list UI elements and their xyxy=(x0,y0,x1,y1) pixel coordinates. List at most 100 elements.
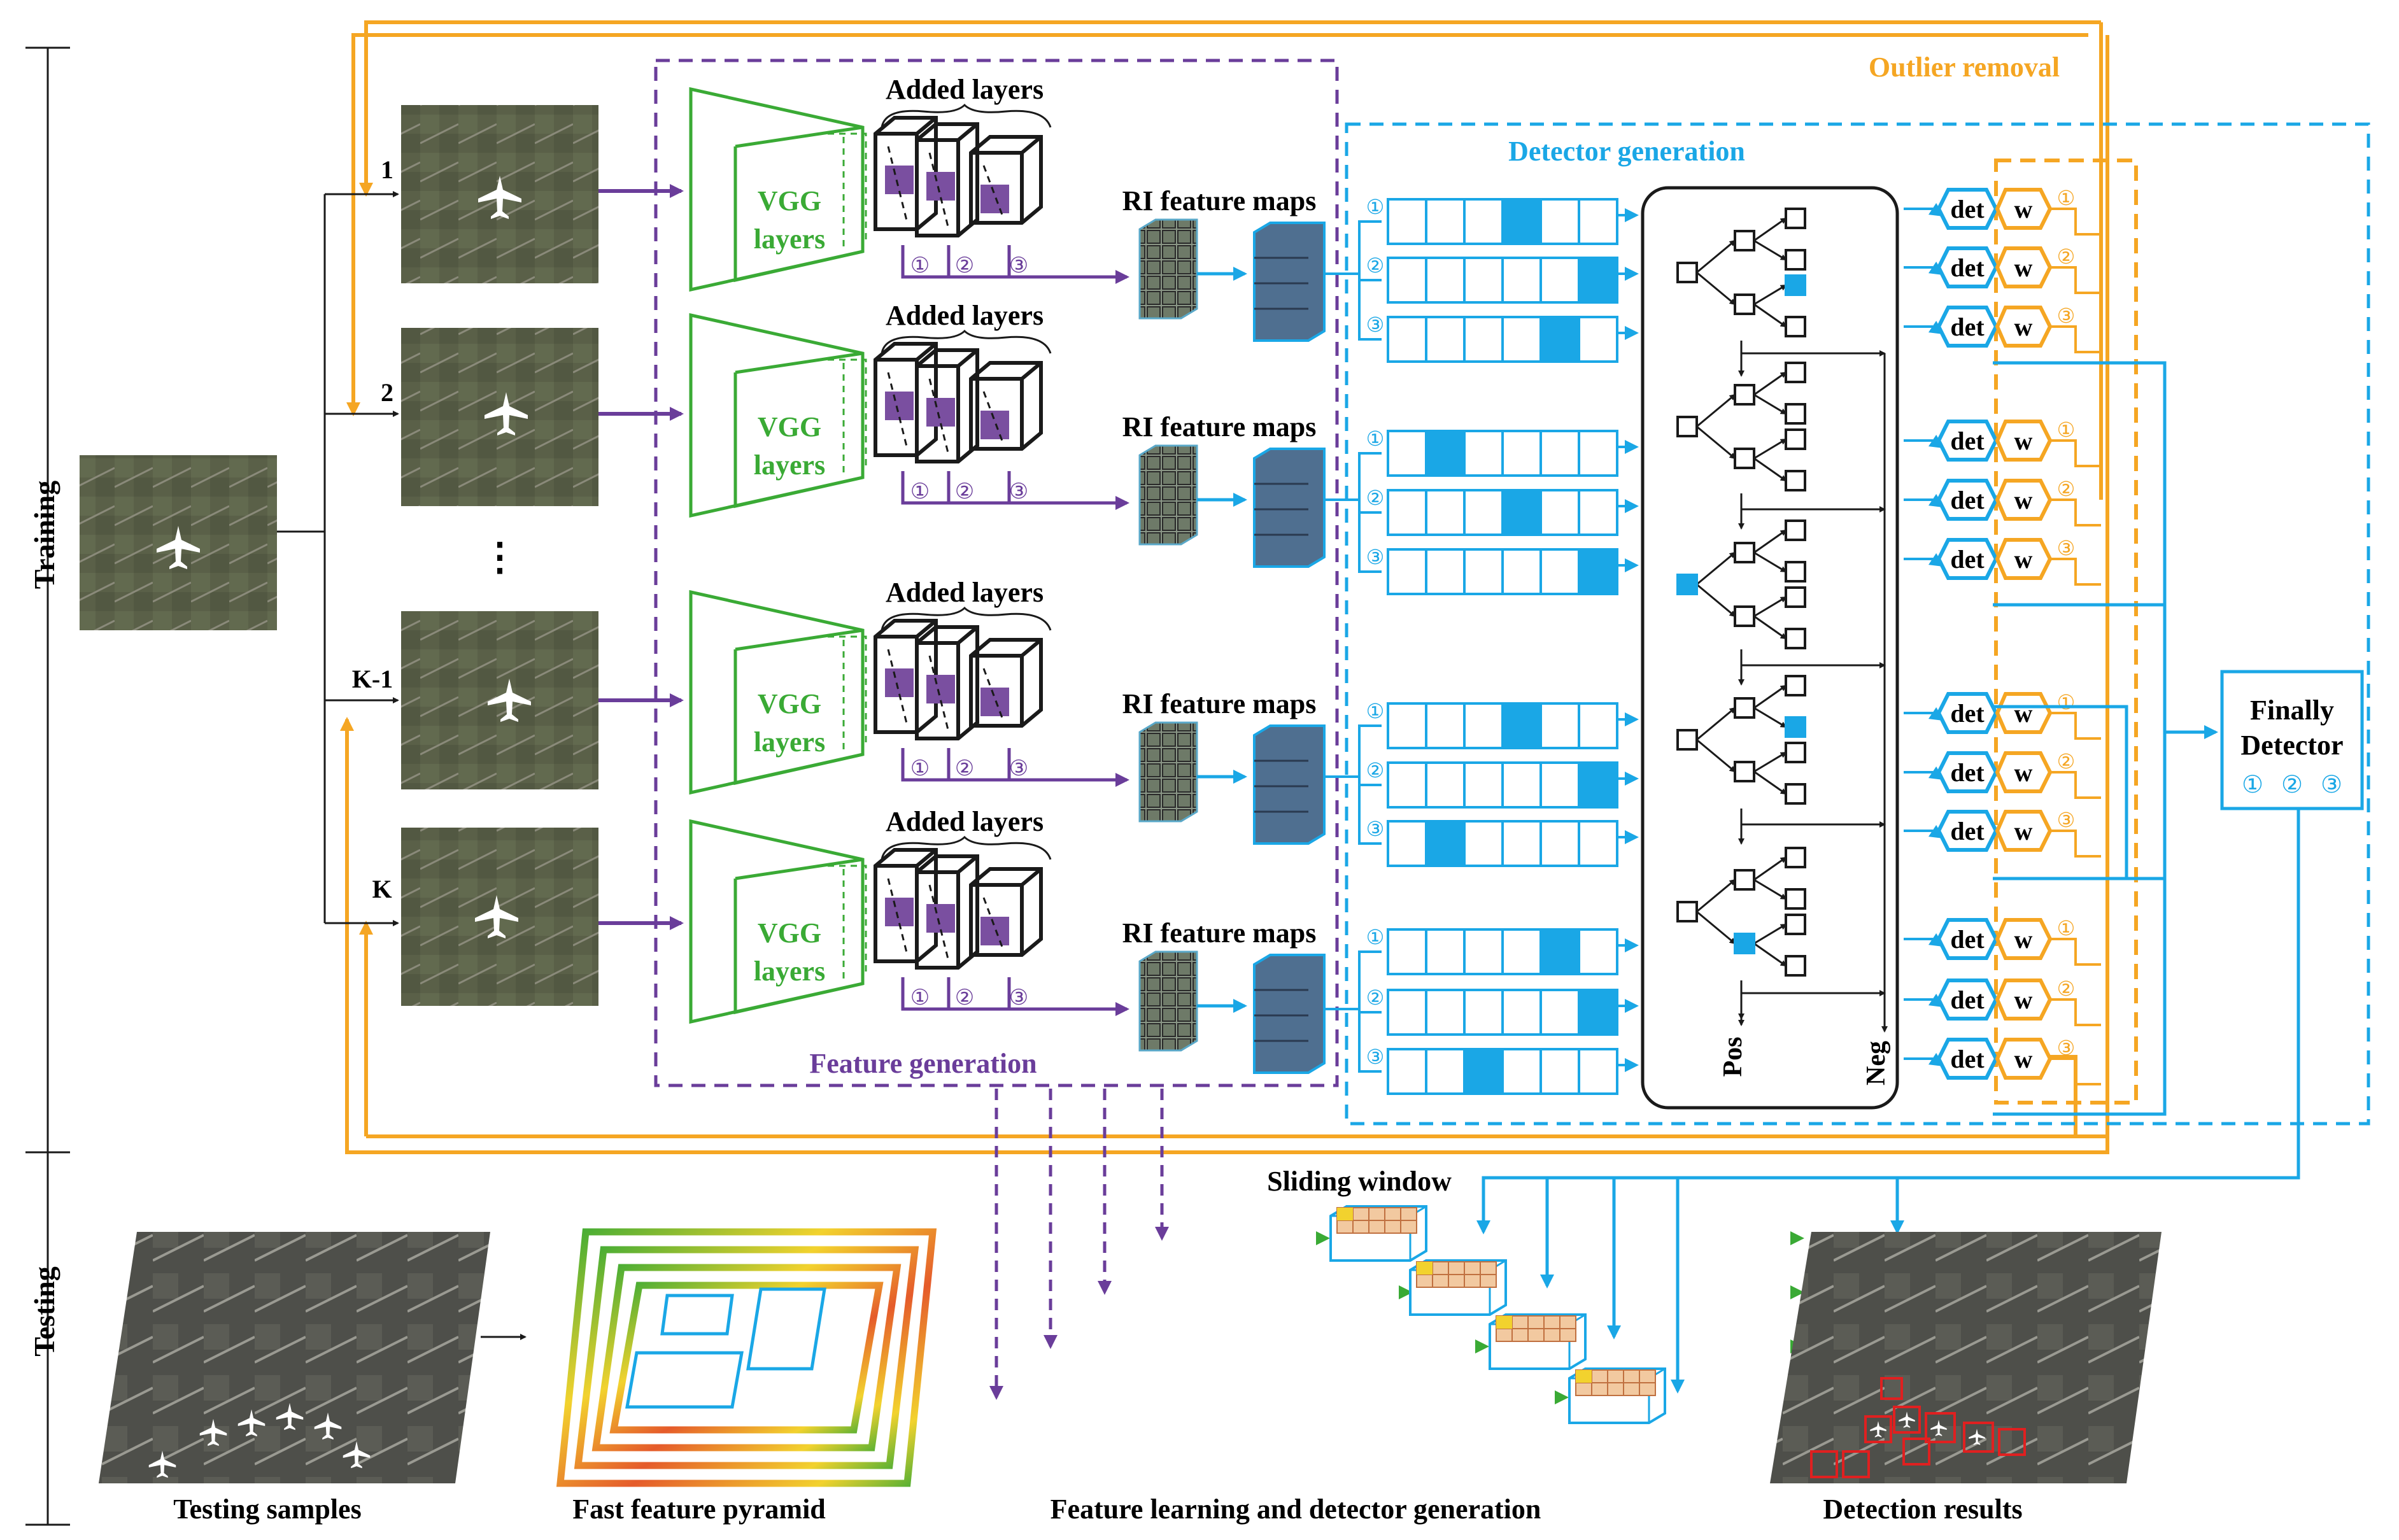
det-hexagon: det xyxy=(1936,479,1999,521)
svg-text:②: ② xyxy=(1366,253,1385,278)
added-layers-label: Added layers xyxy=(886,806,1044,837)
svg-text:③: ③ xyxy=(1366,817,1385,841)
svg-text:w: w xyxy=(2014,486,2033,514)
feature-vector xyxy=(1387,928,1618,975)
feature-vector xyxy=(1387,989,1618,1036)
added-layer-1 xyxy=(874,848,938,963)
svg-text:①: ① xyxy=(2057,186,2076,210)
finally-circ2: ② xyxy=(2281,770,2303,798)
svg-text:w: w xyxy=(2014,427,2033,455)
sample-branches xyxy=(277,191,399,926)
detector-generation-box xyxy=(1345,122,2370,1126)
svg-text:w: w xyxy=(2014,253,2033,282)
feature-vector xyxy=(1387,257,1618,304)
weight-hexagon: w xyxy=(1995,188,2053,230)
feature-vector xyxy=(1387,761,1618,809)
det-hexagon: det xyxy=(1936,420,1999,462)
vgg-label-line1: VGG xyxy=(758,917,821,949)
decision-tree xyxy=(1676,362,1806,491)
testing-label: Testing xyxy=(28,1266,60,1356)
vgg-block xyxy=(689,87,865,292)
feature-learning-label: Feature learning and detector generation xyxy=(1051,1494,1541,1525)
svg-text:③: ③ xyxy=(2057,304,2076,328)
pyramid-level-2 xyxy=(574,1246,919,1469)
outlier-removal-loop xyxy=(340,20,2138,1154)
weight-hexagon: w xyxy=(1995,420,2053,462)
det-hexagon: det xyxy=(1936,246,1999,288)
svg-text:det: det xyxy=(1950,699,1985,728)
det-hexagon: det xyxy=(1936,978,1999,1021)
added-layer-1 xyxy=(874,619,938,734)
random-forest-box xyxy=(1641,186,1899,1110)
weight-hexagon: w xyxy=(1995,692,2053,734)
sample-1: 1 xyxy=(381,105,598,283)
layer-index-1: ① xyxy=(910,756,930,781)
detection-results-label: Detection results xyxy=(1823,1494,2022,1525)
det-hexagon: det xyxy=(1936,1038,1999,1080)
decision-tree xyxy=(1676,519,1806,649)
added-layer-3 xyxy=(969,638,1043,728)
svg-text:②: ② xyxy=(2057,477,2076,501)
sliding-windows xyxy=(1329,1205,1666,1424)
pyramid-level-1 xyxy=(556,1228,937,1487)
layer-index-1: ① xyxy=(910,253,930,278)
added-layer-2 xyxy=(915,625,979,740)
neg-label: Neg xyxy=(1862,1041,1891,1085)
vgg-label-line2: layers xyxy=(754,223,825,255)
svg-text:det: det xyxy=(1950,486,1985,514)
added-layer-2 xyxy=(915,854,979,970)
svg-text:①: ① xyxy=(2057,916,2076,940)
svg-text:det: det xyxy=(1950,545,1985,574)
feature-vector xyxy=(1387,316,1618,363)
weight-hexagon: w xyxy=(1995,479,2053,521)
layer-index-3: ③ xyxy=(1009,985,1028,1010)
detector-to-results xyxy=(1483,1176,1904,1394)
svg-text:w: w xyxy=(2014,758,2033,787)
training-label: Training xyxy=(28,481,60,589)
svg-text:w: w xyxy=(2014,545,2033,574)
feature-to-testing-dashed xyxy=(989,1089,1169,1400)
layer-index-2: ② xyxy=(955,985,974,1010)
weight-hexagon: w xyxy=(1995,751,2053,793)
feature-vector xyxy=(1387,820,1618,867)
finally-circ1: ① xyxy=(2242,770,2263,798)
det-hexagon: det xyxy=(1936,538,1999,580)
testing-samples-label: Testing samples xyxy=(173,1494,361,1525)
sample-k-1: K-1 xyxy=(352,611,598,789)
detector-generation-label: Detector generation xyxy=(1508,136,1745,167)
feature-vector xyxy=(1387,548,1618,595)
ri-feature-map xyxy=(1138,444,1198,546)
finally-detector: Finally Detector ① ② ③ xyxy=(2220,670,2364,810)
vgg-block xyxy=(689,590,865,795)
feature-vector xyxy=(1387,702,1618,749)
decision-tree xyxy=(1676,675,1806,805)
svg-text:det: det xyxy=(1950,1045,1985,1073)
det-hexagon: det xyxy=(1936,918,1999,960)
ri-feature-map xyxy=(1138,950,1198,1052)
layer-index-1: ① xyxy=(910,479,930,504)
input-sample xyxy=(80,455,277,630)
svg-text:③: ③ xyxy=(2057,536,2076,560)
added-layer-3 xyxy=(969,867,1043,957)
sample-k: K xyxy=(372,828,598,1006)
fused-feature-map xyxy=(1253,954,1326,1074)
layer-index-1: ① xyxy=(910,985,930,1010)
weight-hexagon: w xyxy=(1995,538,2053,580)
det-hexagon: det xyxy=(1936,692,1999,734)
vgg-block xyxy=(689,819,865,1024)
weight-hexagon: w xyxy=(1995,810,2053,852)
svg-text:det: det xyxy=(1950,925,1985,954)
svg-text:w: w xyxy=(2014,925,2033,954)
detection-result-image xyxy=(1770,1232,2162,1483)
ri-feature-maps-label: RI feature maps xyxy=(1122,688,1317,719)
ri-feature-map xyxy=(1138,721,1198,823)
detection-boxes xyxy=(1810,1377,2026,1478)
svg-text:③: ③ xyxy=(2057,1036,2076,1060)
sliding-window-4 xyxy=(1568,1367,1666,1424)
sample-to-vgg-arrows xyxy=(598,184,684,930)
